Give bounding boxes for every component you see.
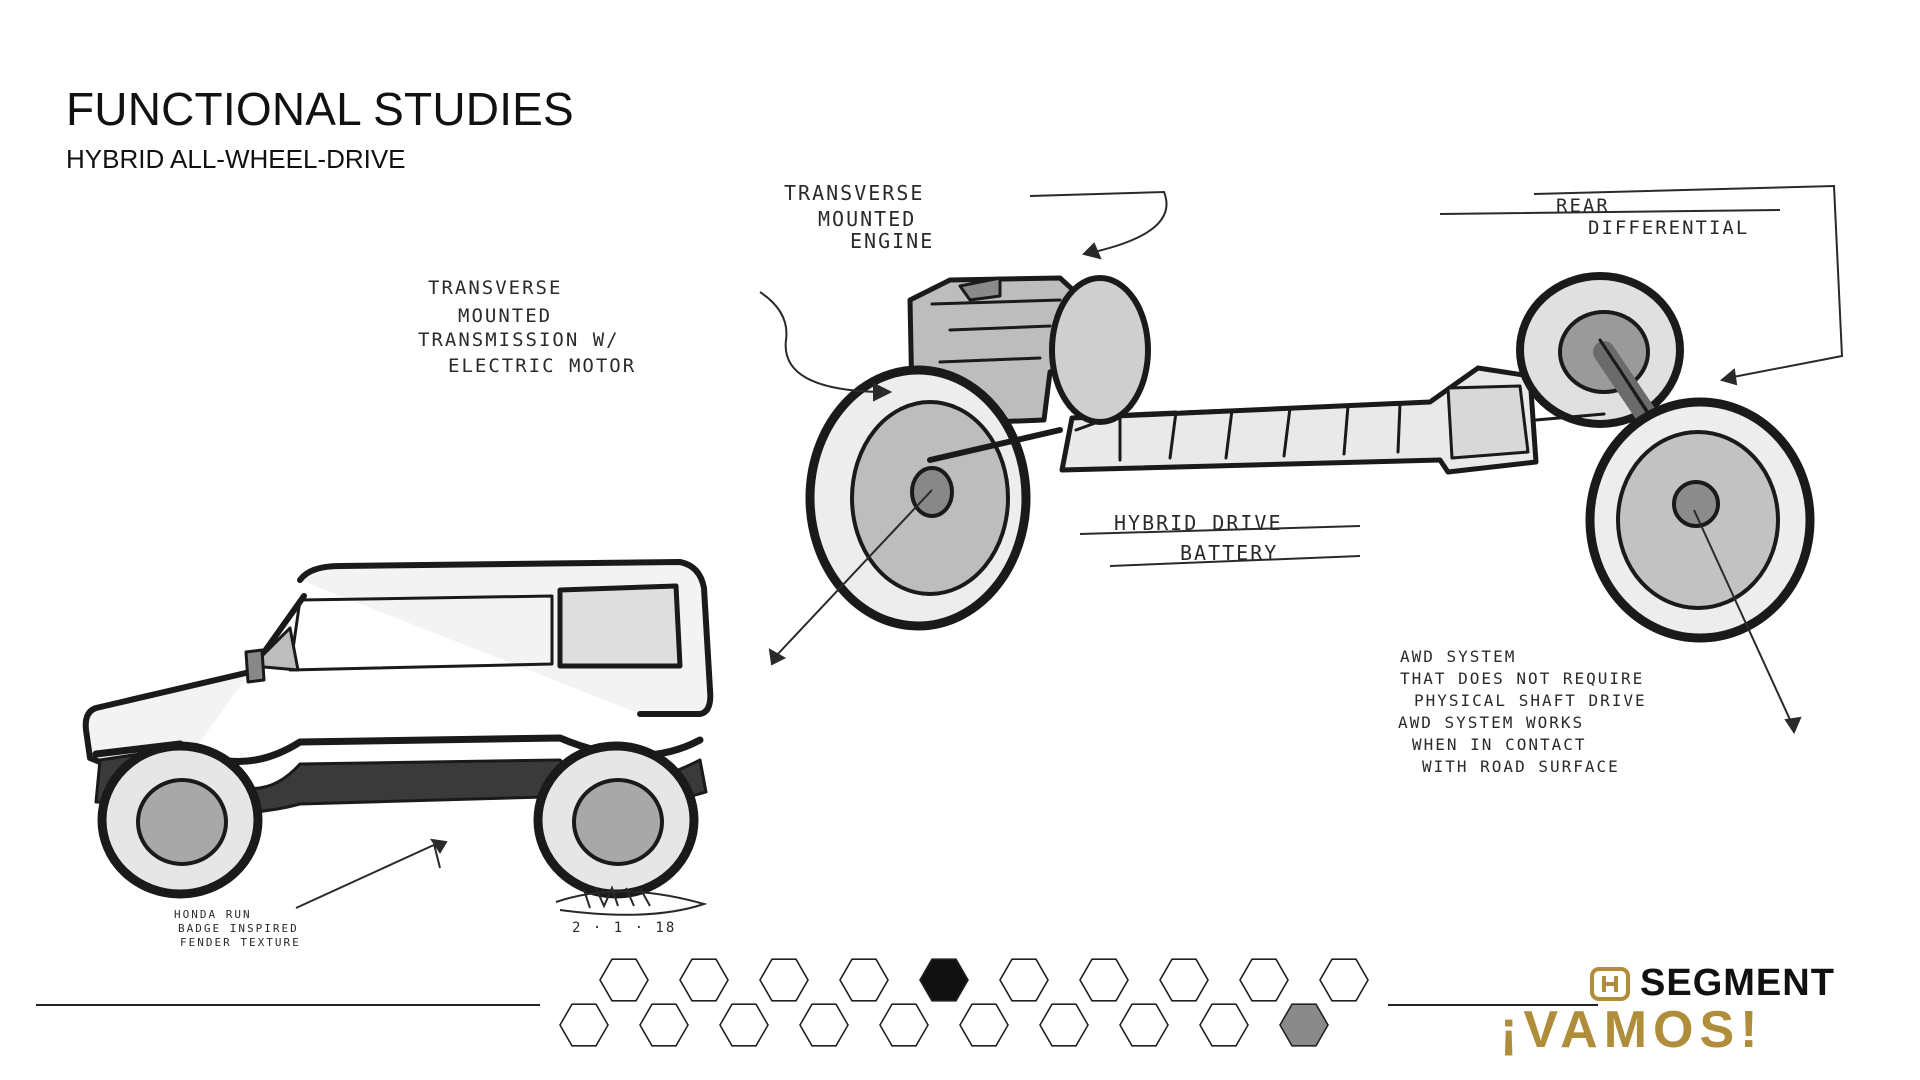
label-awd-1: AWD SYSTEM — [1400, 647, 1516, 666]
label-awd-3: PHYSICAL SHAFT DRIVE — [1414, 691, 1647, 710]
label-fender-2: BADGE INSPIRED — [178, 922, 299, 935]
brand-name: SEGMENT — [1640, 962, 1835, 1004]
page-hex-bottom-6[interactable] — [959, 1003, 1009, 1047]
label-transmission-1: TRANSVERSE — [428, 277, 562, 299]
label-battery-2: BATTERY — [1180, 541, 1278, 565]
artist-signature — [555, 885, 708, 916]
brand-tagline: ¡VAMOS! — [1500, 1001, 1764, 1059]
label-awd-2: THAT DOES NOT REQUIRE — [1400, 669, 1644, 688]
label-fender-1: HONDA RUN — [174, 908, 252, 921]
page-hex-bottom-5[interactable] — [879, 1003, 929, 1047]
label-rear-diff-1: REAR — [1556, 195, 1610, 217]
footer-rule-right — [1388, 1004, 1598, 1006]
brand-lockup: SEGMENT — [1590, 962, 1835, 1005]
page-hex-bottom-7[interactable] — [1039, 1003, 1089, 1047]
vehicle-side-sketch — [82, 559, 714, 899]
label-awd-6: WITH ROAD SURFACE — [1422, 757, 1620, 776]
page-hex-top-1[interactable] — [599, 958, 649, 1002]
chassis-sketch — [805, 272, 1815, 643]
label-transmission-4: ELECTRIC MOTOR — [448, 355, 636, 377]
label-rear-diff-2: DIFFERENTIAL — [1588, 217, 1749, 239]
page-hex-bottom-3[interactable] — [719, 1003, 769, 1047]
page-title: FUNCTIONAL STUDIES — [66, 83, 574, 135]
label-engine-2: MOUNTED — [818, 207, 916, 231]
label-fender-3: FENDER TEXTURE — [180, 936, 301, 949]
page-hex-top-8[interactable] — [1159, 958, 1209, 1002]
label-transmission-3: TRANSMISSION W/ — [418, 329, 620, 351]
footer-rule-left — [36, 1004, 540, 1006]
page-hex-top-4[interactable] — [839, 958, 889, 1002]
annotation-arrows — [295, 184, 1844, 909]
page-hex-bottom-1[interactable] — [559, 1003, 609, 1047]
page-hex-top-3[interactable] — [759, 958, 809, 1002]
label-awd-5: WHEN IN CONTACT — [1412, 735, 1587, 754]
page-hex-top-5[interactable] — [919, 958, 969, 1002]
label-engine-3: ENGINE — [850, 229, 934, 253]
page-hex-bottom-2[interactable] — [639, 1003, 689, 1047]
page-hex-bottom-10[interactable] — [1279, 1003, 1329, 1047]
page-hex-top-2[interactable] — [679, 958, 729, 1002]
signature-date: 2 · 1 · 18 — [572, 920, 676, 936]
page-hex-top-10[interactable] — [1319, 958, 1369, 1002]
page-hex-bottom-8[interactable] — [1119, 1003, 1169, 1047]
page-hex-bottom-9[interactable] — [1199, 1003, 1249, 1047]
label-transmission-2: MOUNTED — [458, 305, 552, 327]
label-engine-1: TRANSVERSE — [784, 181, 924, 205]
page-hex-top-7[interactable] — [1079, 958, 1129, 1002]
page-hex-top-9[interactable] — [1239, 958, 1289, 1002]
page-subtitle: HYBRID ALL-WHEEL-DRIVE — [66, 144, 406, 174]
label-awd-4: AWD SYSTEM WORKS — [1398, 713, 1584, 732]
honda-h-icon — [1590, 966, 1630, 1001]
page-hex-top-6[interactable] — [999, 958, 1049, 1002]
label-battery-1: HYBRID DRIVE — [1114, 511, 1283, 535]
page-hex-bottom-4[interactable] — [799, 1003, 849, 1047]
